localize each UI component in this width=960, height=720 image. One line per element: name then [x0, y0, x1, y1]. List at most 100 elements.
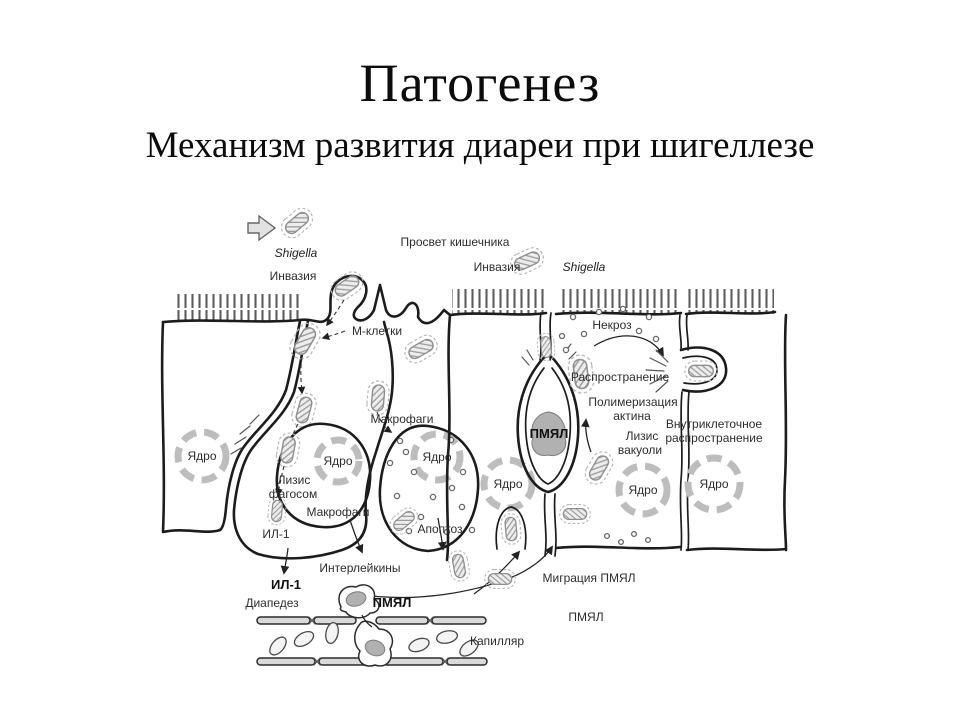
microvilli-band: [558, 289, 680, 314]
label-actin-polymerization-2: актина: [613, 409, 651, 423]
label-il1-lower: ИЛ-1: [271, 577, 301, 592]
label-apoptosis: Апоптоз: [417, 522, 463, 536]
transfer-arrow: [297, 356, 306, 395]
vacuole-lysis-arrow: [580, 418, 592, 453]
label-capillary: Капилляр: [470, 634, 524, 648]
diagram-labels: Shigella Инвазия Просвет кишечника Инваз…: [187, 235, 763, 648]
macrophage-1: [266, 422, 372, 529]
pmn-between-cells: [516, 332, 580, 557]
label-vacuole-lysis-2: вакуоли: [618, 443, 662, 457]
label-intracellular-spread-2: распространение: [665, 431, 763, 445]
pmn-cell-inner: [524, 367, 572, 485]
entry-arrow-icon: [247, 214, 277, 242]
cell-outline: [445, 313, 452, 562]
shigella-bacterium: [446, 548, 472, 584]
shigella-bacterium: [400, 330, 442, 368]
label-il1-upper: ИЛ-1: [262, 527, 289, 541]
junction-line: [678, 314, 683, 351]
squeeze-path: [361, 614, 373, 628]
cell-bottom: [554, 545, 682, 550]
lysis-arrow: [275, 465, 285, 497]
shigella-bacterium: [580, 447, 618, 489]
junction-line: [539, 312, 542, 361]
red-blood-cells: [269, 622, 479, 657]
shigella-bacterium: [499, 512, 523, 546]
m-cell-surface: [298, 274, 452, 325]
necrosis-cell: [554, 305, 682, 550]
slide-subtitle: Механизм развития диареи при шигеллезе: [145, 125, 815, 166]
label-diapedesis: Диапедез: [245, 596, 299, 610]
label-nucleus: Ядро: [422, 450, 451, 464]
protrusion-outer: [679, 346, 728, 393]
cytokine-signals: [280, 517, 447, 575]
cell-outline: [783, 313, 788, 552]
label-nucleus: Ядро: [493, 477, 522, 491]
surface-line: [554, 311, 683, 316]
label-pmnl-migration: Миграция ПМЯЛ: [543, 571, 636, 585]
label-spread: Распространение: [571, 370, 670, 384]
basal-pocket: [495, 506, 527, 550]
label-necrosis: Некроз: [592, 318, 632, 332]
label-invasion-right: Инвазия: [474, 260, 521, 274]
label-phagosome-lysis-2: фагосом: [269, 487, 317, 501]
tight-junction-marks: [230, 414, 260, 455]
label-phagosome-lysis-1: Лизис: [278, 473, 311, 487]
pmn-nucleus: [531, 411, 567, 457]
shigella-bacterium: [684, 360, 718, 382]
m-cell-arrow: [321, 330, 346, 341]
intestinal-lumen: [247, 203, 548, 279]
epithelium-brush-border: [161, 274, 777, 325]
cell-outline: [160, 320, 222, 534]
label-shigella-left: Shigella: [275, 246, 318, 260]
transfer-arrow: [287, 423, 299, 445]
actin-rays: [645, 349, 669, 393]
cell-outline: [218, 319, 302, 532]
junction-line: [679, 391, 683, 551]
uptake-arrow: [376, 411, 393, 433]
microvilli-band: [688, 289, 774, 314]
label-pmnl-bottom: ПМЯЛ: [568, 610, 603, 624]
label-intracellular-spread-1: Внутриклеточное: [666, 417, 762, 431]
slide-title: Патогенез: [359, 53, 601, 113]
left-epithelial-cell: [160, 319, 302, 534]
pmn-cell-outline: [516, 354, 580, 494]
label-m-cells: М-клетки: [352, 324, 402, 338]
capillary-top-wall: [256, 616, 487, 625]
junction-line: [685, 314, 690, 351]
junction-line: [553, 493, 557, 557]
nucleus: [684, 454, 744, 514]
label-interleukins: Интерлейкины: [319, 561, 400, 575]
microvilli-band: [174, 294, 300, 321]
necrosis-vesicles: [562, 305, 660, 354]
junction-line: [686, 391, 690, 551]
vesicle-dot: [558, 332, 566, 340]
label-nucleus: Ядро: [187, 449, 216, 463]
label-actin-polymerization-1: Полимеризация: [588, 395, 677, 409]
label-nucleus: Ядро: [699, 477, 728, 491]
label-macrophages-top: Макрофаги: [370, 412, 433, 426]
label-pmnl-lens: ПМЯЛ: [530, 426, 569, 441]
shigella-bacterium: [559, 503, 591, 525]
shigella-bacterium: [276, 203, 318, 243]
diapedesis-pmn: [338, 584, 394, 667]
label-nucleus: Ядро: [628, 483, 657, 497]
middle-epithelial-cell: [445, 312, 552, 562]
cell-bottom: [685, 547, 788, 552]
label-macrophages-bottom: Макрофаги: [306, 505, 369, 519]
m-cell-pocket: [232, 266, 442, 560]
intercell-protrusion: [645, 313, 788, 552]
interleukin-arrow: [349, 519, 364, 554]
macrophage-outline: [378, 424, 480, 553]
spread-arrow: [593, 335, 664, 357]
junction-line: [543, 493, 547, 557]
capillary: [256, 584, 488, 667]
nucleus: [615, 462, 671, 518]
basal-granules: [603, 530, 652, 546]
shigella-bacterium: [365, 379, 391, 417]
surface-line: [448, 311, 548, 317]
shigella-bacterium: [284, 318, 326, 364]
label-vacuole-lysis-1: Лизис: [626, 429, 659, 443]
nucleus: [174, 428, 230, 484]
